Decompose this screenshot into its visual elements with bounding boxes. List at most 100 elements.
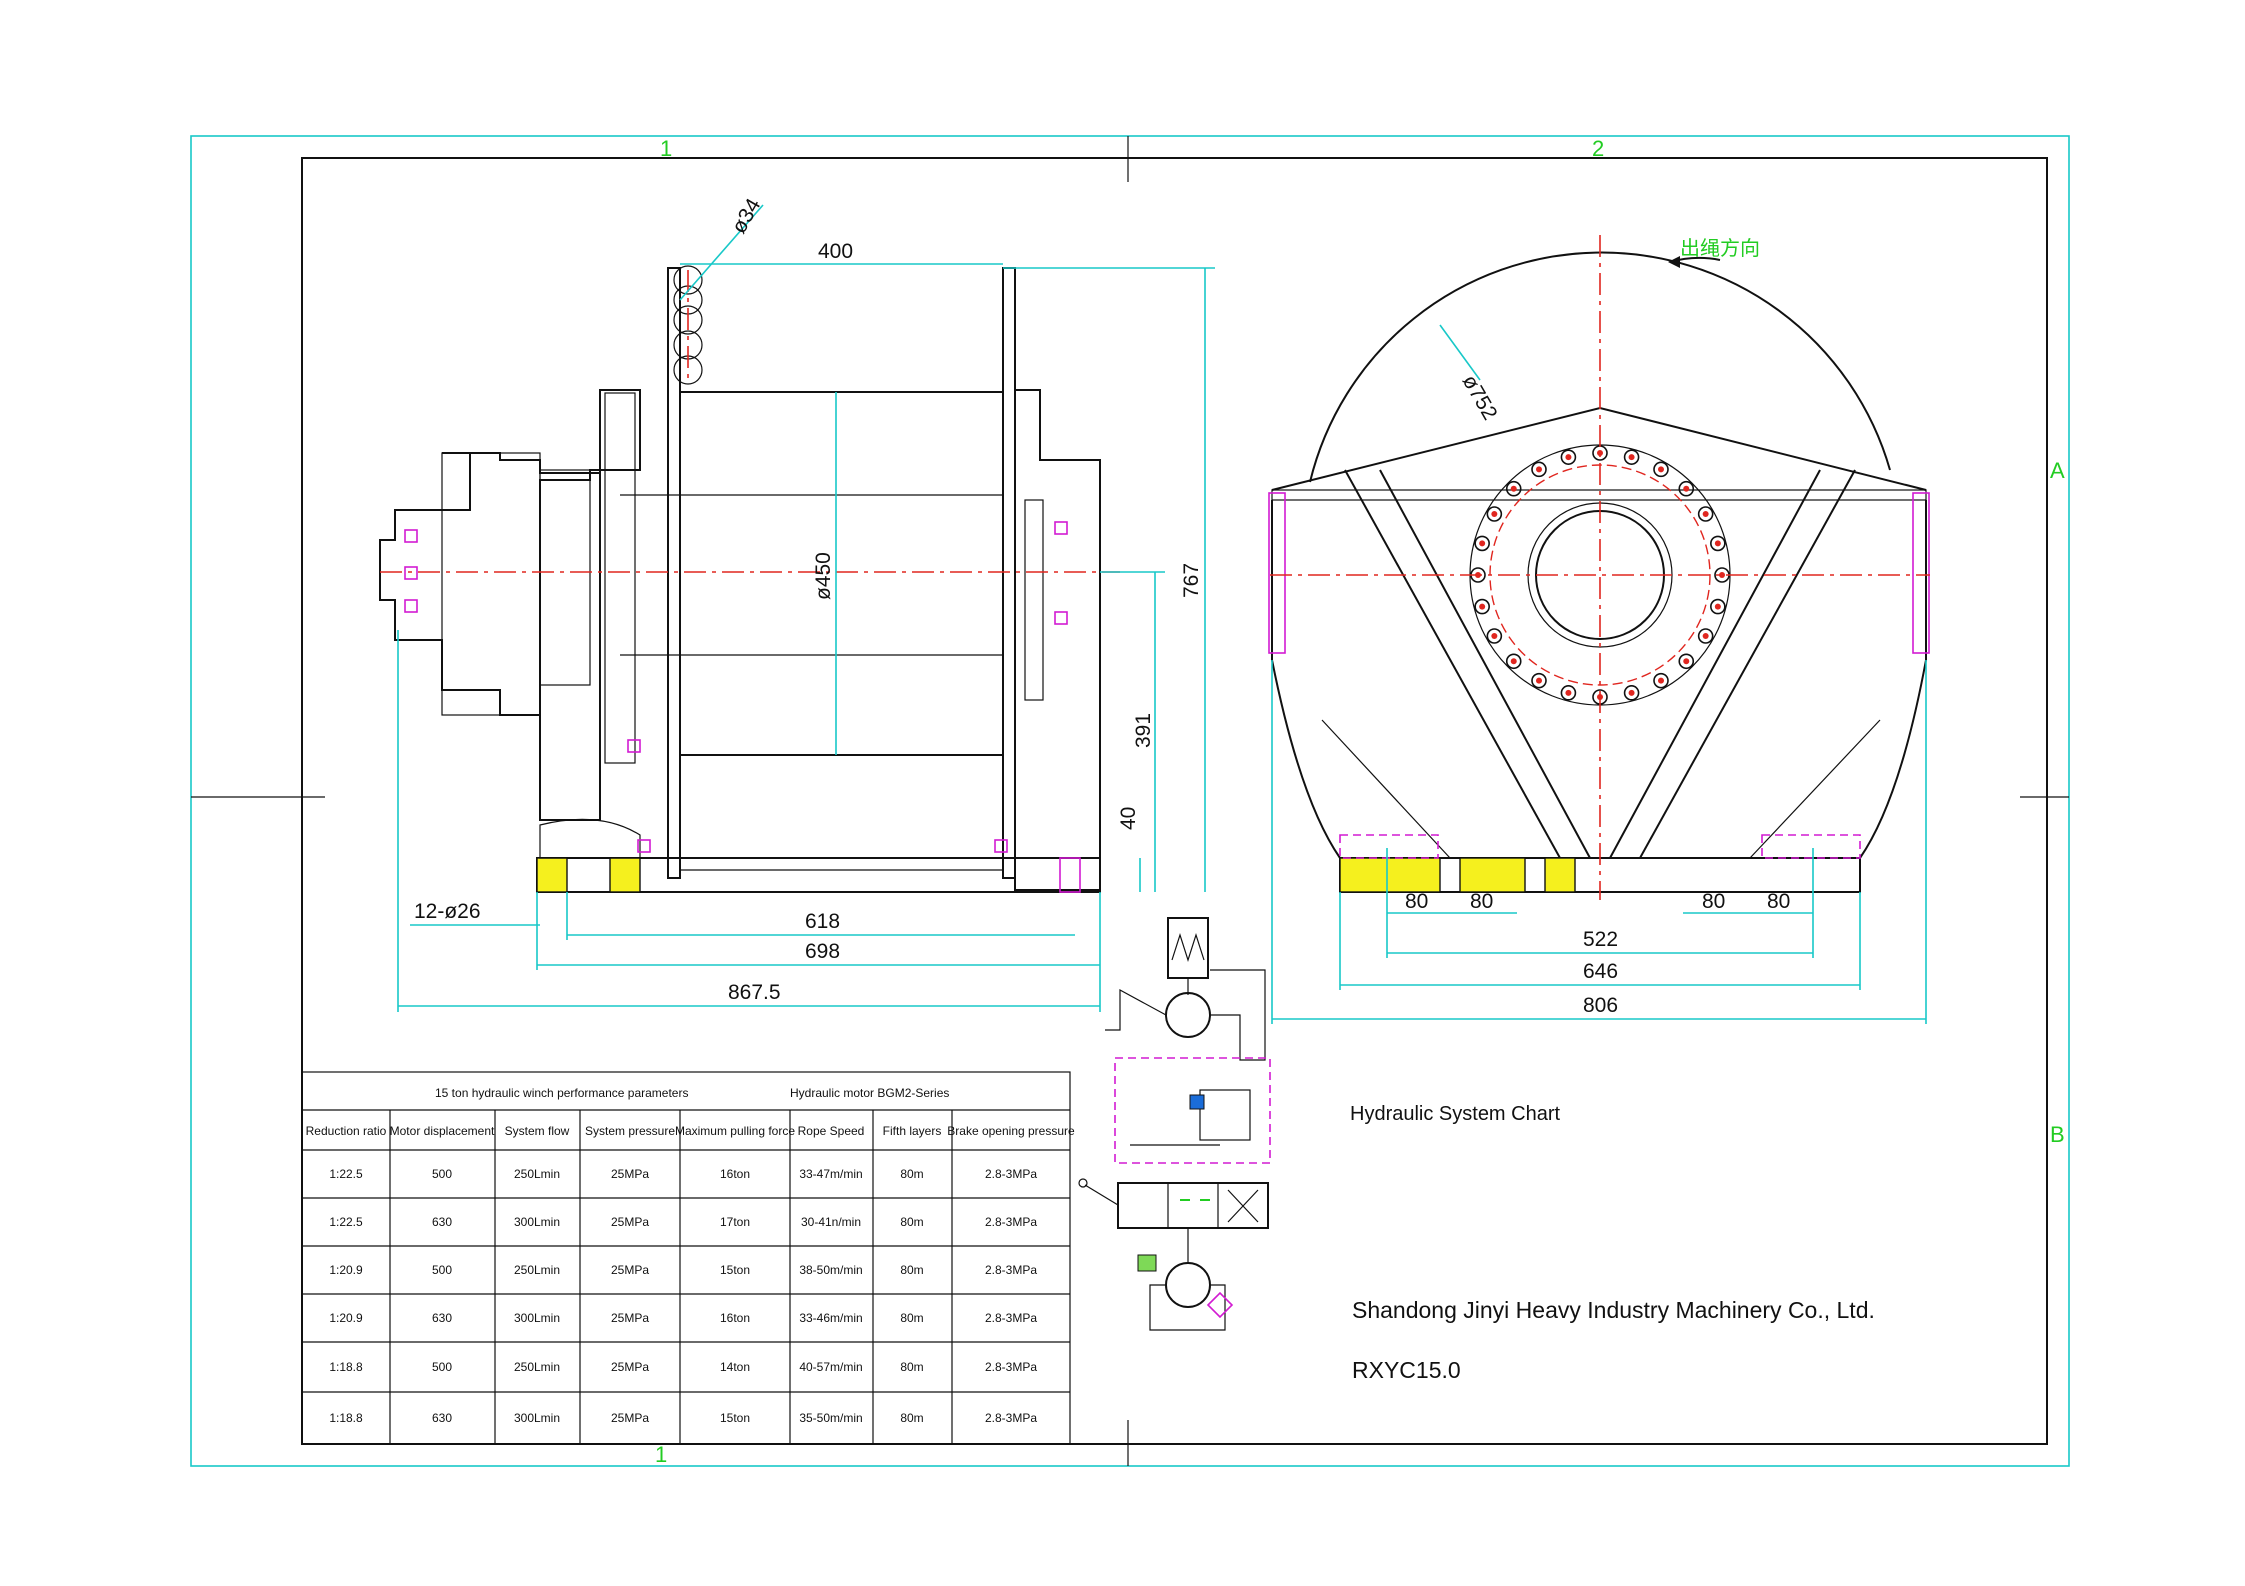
hub-bolt-circle	[1470, 445, 1730, 705]
dim-rope-dia: ø34	[727, 194, 765, 237]
dim-pitch-d: 80	[1767, 890, 1790, 913]
table-cell: 33-47m/min	[799, 1167, 862, 1181]
gearbox	[539, 469, 591, 686]
hub-bolt-center	[1491, 511, 1498, 517]
hub-bolt-center	[1714, 540, 1721, 547]
front-view	[1268, 235, 1930, 900]
table-cell: 1:18.8	[329, 1360, 363, 1374]
table-title-left: 15 ton hydraulic winch performance param…	[435, 1086, 688, 1100]
dim-base-thickness: 40	[1117, 807, 1140, 830]
table-header-cell: Motor displacement	[390, 1124, 495, 1138]
table-cell: 1:22.5	[329, 1167, 363, 1181]
hub-bolt-center	[1702, 633, 1709, 639]
hub-bolt-center	[1714, 603, 1721, 610]
hub-bolt-center	[1683, 658, 1690, 665]
table-cell: 35-50m/min	[799, 1411, 862, 1425]
table-title-right: Hydraulic motor BGM2-Series	[790, 1086, 949, 1100]
drum	[679, 391, 1004, 756]
pump-symbol	[1165, 1262, 1211, 1308]
hub-bolt-center	[1491, 633, 1498, 639]
hub-bolt	[1678, 653, 1695, 670]
table-cell: 500	[432, 1263, 452, 1277]
table-header-cell: Reduction ratio	[306, 1124, 387, 1138]
table-cell: 80m	[900, 1411, 923, 1425]
hub-bolt	[1623, 449, 1640, 465]
company-name: Shandong Jinyi Heavy Industry Machinery …	[1352, 1297, 1875, 1323]
zone-label-top-2: 2	[1592, 136, 1604, 161]
hydraulic-chart-label: Hydraulic System Chart	[1350, 1103, 1561, 1125]
hub-bolt	[1486, 506, 1503, 522]
table-cell: 80m	[900, 1215, 923, 1229]
table-cell: 15ton	[720, 1263, 750, 1277]
flange-outline	[1309, 251, 1891, 483]
table-cell: 2.8-3MPa	[985, 1167, 1037, 1181]
table-cell: 300Lmin	[514, 1411, 560, 1425]
table-cell: 2.8-3MPa	[985, 1215, 1037, 1229]
model-number: RXYC15.0	[1352, 1357, 1461, 1383]
table-cell: 25MPa	[611, 1167, 649, 1181]
table-cell: 630	[432, 1311, 452, 1325]
valve-block	[1114, 1057, 1271, 1164]
side-view-dimensions	[397, 204, 1215, 1012]
zone-label-bottom-1: 1	[655, 1442, 667, 1467]
hub-bolt	[1474, 535, 1490, 552]
hub-bolt	[1653, 672, 1669, 689]
table-cell: 30-41n/min	[801, 1215, 861, 1229]
table-cell: 16ton	[720, 1167, 750, 1181]
table-cell: 25MPa	[611, 1215, 649, 1229]
table-cell: 25MPa	[611, 1263, 649, 1277]
hub-bolt	[1560, 449, 1577, 465]
right-support	[1014, 389, 1101, 891]
hydraulic-schematic	[1078, 917, 1271, 1331]
table-header-cell: System pressure	[585, 1124, 675, 1138]
zone-label-top-1: 1	[660, 136, 672, 161]
hub-bolt-center	[1536, 677, 1542, 684]
table-cell: 2.8-3MPa	[985, 1263, 1037, 1277]
hydraulic-motor	[379, 452, 601, 716]
hub-bolt-center	[1565, 689, 1572, 696]
hub-bolt-center	[1510, 485, 1517, 492]
table-cell: 25MPa	[611, 1311, 649, 1325]
table-cell: 1:20.9	[329, 1311, 363, 1325]
table-cell: 500	[432, 1167, 452, 1181]
table-cell: 2.8-3MPa	[985, 1411, 1037, 1425]
hub-bolt-center	[1628, 454, 1635, 461]
dim-total-length: 867.5	[728, 981, 781, 1004]
table-header-cell: System flow	[505, 1124, 570, 1138]
right-flange	[1002, 267, 1016, 879]
table-header-cell: Maximum pulling force	[675, 1124, 795, 1138]
table-cell: 1:18.8	[329, 1411, 363, 1425]
table-cell: 630	[432, 1411, 452, 1425]
table-cell: 80m	[900, 1360, 923, 1374]
hub-bolt-center	[1479, 603, 1486, 610]
table-cell: 38-50m/min	[799, 1263, 862, 1277]
dim-pitch-b: 80	[1470, 890, 1493, 913]
table-cell: 14ton	[720, 1360, 750, 1374]
table-header-cell: Rope Speed	[798, 1124, 865, 1138]
table-cell: 40-57m/min	[799, 1360, 862, 1374]
params-table	[301, 1071, 1071, 1445]
dim-base-length: 698	[805, 940, 840, 963]
table-cell: 300Lmin	[514, 1311, 560, 1325]
hub-bolt	[1486, 628, 1503, 644]
hub-bolt-center	[1510, 658, 1517, 665]
table-cell: 80m	[900, 1167, 923, 1181]
motor-body	[441, 452, 541, 716]
dim-pitch-a: 80	[1405, 890, 1428, 913]
hub-bolt-center	[1683, 485, 1690, 492]
hub-bolt	[1474, 598, 1490, 615]
table-cell: 16ton	[720, 1311, 750, 1325]
directional-valve	[1117, 1182, 1269, 1229]
table-header-cell: Brake opening pressure	[947, 1124, 1075, 1138]
hub-bolt-center	[1658, 677, 1664, 684]
table-cell: 1:20.9	[329, 1263, 363, 1277]
rope-direction-label: 出绳方向	[1680, 237, 1760, 260]
hub-bolt	[1653, 461, 1669, 478]
table-cell: 2.8-3MPa	[985, 1360, 1037, 1374]
table-cell: 250Lmin	[514, 1263, 560, 1277]
hub-bolt	[1710, 598, 1726, 615]
motor-symbol	[1165, 992, 1211, 1038]
table-cell: 250Lmin	[514, 1360, 560, 1374]
dim-inner-span: 522	[1583, 928, 1618, 951]
